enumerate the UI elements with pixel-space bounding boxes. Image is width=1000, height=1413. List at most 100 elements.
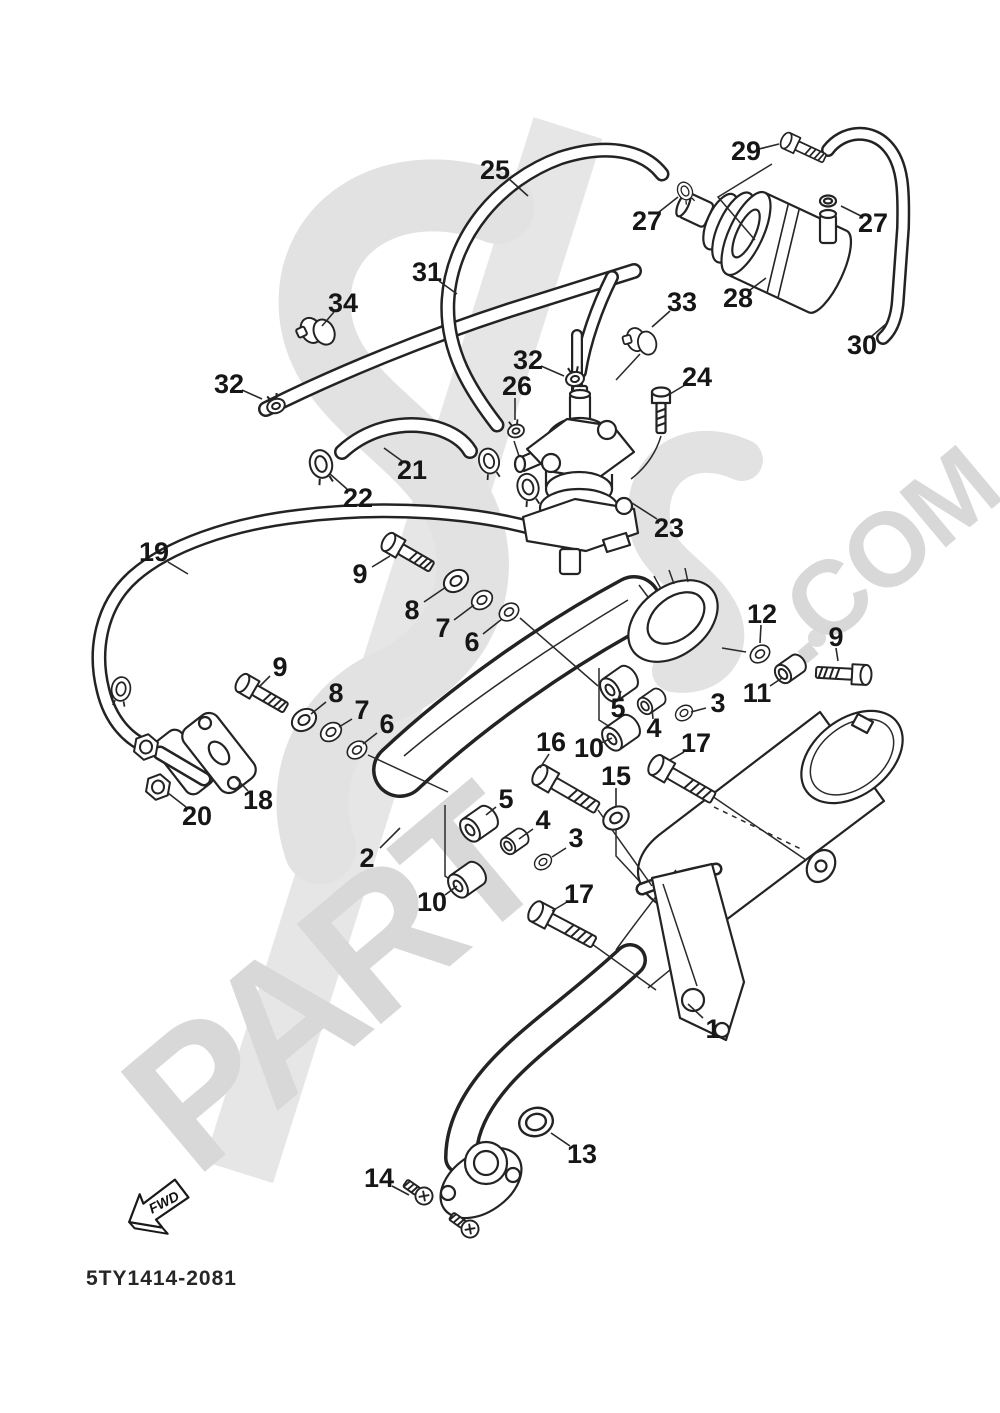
callout-number: 8 <box>404 595 419 625</box>
callout-leader <box>835 647 839 662</box>
callout-number: 27 <box>632 206 662 236</box>
callout-number: 9 <box>352 559 367 589</box>
callout-leader <box>651 310 671 328</box>
callout-20: 20 <box>167 792 212 831</box>
callout-leader <box>749 277 767 291</box>
valve-23 <box>513 384 640 576</box>
callout-leader <box>651 707 654 720</box>
callout-leader <box>551 901 568 912</box>
callout-number: 31 <box>412 257 442 287</box>
callout-leader <box>669 751 685 761</box>
callout-leader <box>690 707 707 713</box>
callout-number: 10 <box>574 733 604 763</box>
callout-27: 27 <box>840 205 888 238</box>
watermark-dot <box>808 629 826 647</box>
hose-19 <box>91 503 566 756</box>
callout-number: 6 <box>464 627 479 657</box>
callout-4: 4 <box>518 805 551 840</box>
callout-6: 6 <box>464 618 503 657</box>
callout-30: 30 <box>847 323 887 360</box>
callout-32: 32 <box>214 369 263 400</box>
callout-15: 15 <box>601 761 631 806</box>
callout-16: 16 <box>536 727 566 769</box>
callout-9: 9 <box>828 622 844 662</box>
callout-number: 18 <box>243 785 273 815</box>
callout-22: 22 <box>329 473 373 513</box>
callout-leader <box>234 776 249 792</box>
callout-number: 32 <box>513 345 543 375</box>
callout-5: 5 <box>610 690 626 723</box>
callout-27: 27 <box>632 196 679 236</box>
canister-28 <box>675 190 853 314</box>
callout-number: 4 <box>535 805 550 835</box>
callout-number: 10 <box>417 887 447 917</box>
hose-31 <box>258 263 642 417</box>
callout-leader <box>758 143 780 150</box>
callout-number: 20 <box>182 801 212 831</box>
line-24-valve <box>630 435 662 480</box>
callout-9: 9 <box>258 652 288 688</box>
callout-10: 10 <box>574 733 613 763</box>
callout-leader <box>329 473 348 490</box>
callout-leader <box>840 205 862 217</box>
callout-3: 3 <box>690 688 726 718</box>
callout-number: 3 <box>710 688 725 718</box>
callout-leader <box>167 561 189 575</box>
callout-leader <box>551 847 567 858</box>
callout-leader <box>423 586 447 603</box>
flange-18 <box>152 711 257 796</box>
callout-leader <box>310 701 327 715</box>
callout-number: 21 <box>397 455 427 485</box>
callout-leader <box>438 280 458 295</box>
callout-12: 12 <box>747 599 777 644</box>
muffler-nub <box>850 712 875 735</box>
callout-leader <box>241 389 263 400</box>
callout-number: 30 <box>847 330 877 360</box>
callout-1: 1 <box>687 1003 721 1044</box>
line-33-hose <box>615 353 641 381</box>
callout-number: 4 <box>646 713 661 743</box>
callout-number: 24 <box>682 362 712 392</box>
watermark-s-swoosh-small <box>627 430 763 693</box>
callout-leader <box>631 502 658 520</box>
callout-number: 26 <box>502 371 532 401</box>
callout-17: 17 <box>551 879 594 912</box>
bolt-24 <box>650 386 672 435</box>
callout-leader <box>485 806 497 816</box>
callout-leader <box>871 323 887 337</box>
callout-25: 25 <box>480 155 529 197</box>
diagram-art <box>91 126 911 1242</box>
callout-23: 23 <box>631 502 684 543</box>
callout-leader <box>669 384 686 395</box>
callout-7: 7 <box>435 604 475 643</box>
hose-21 <box>334 417 478 460</box>
watermark-s-swoosh <box>276 159 534 884</box>
callout-number: 8 <box>328 678 343 708</box>
callout-leader <box>759 624 762 644</box>
callout-number: 13 <box>567 1139 597 1169</box>
callout-leader <box>482 618 503 635</box>
callout-number: 2 <box>359 843 374 873</box>
callout-8: 8 <box>404 586 447 625</box>
callout-leader <box>617 690 622 700</box>
callout-number: 22 <box>343 483 373 513</box>
callout-10: 10 <box>417 885 458 917</box>
callout-number: 9 <box>272 652 287 682</box>
callout-2: 2 <box>359 827 401 873</box>
callout-leader <box>444 885 458 896</box>
callout-number: 27 <box>858 208 888 238</box>
callout-number: 5 <box>498 784 513 814</box>
callout-19: 19 <box>139 537 189 575</box>
callout-leader <box>321 311 335 327</box>
ring-27-right <box>818 194 838 208</box>
callout-leader <box>362 732 378 745</box>
muffler-end-cap <box>800 709 904 805</box>
callout-leader <box>518 828 534 840</box>
callout-number: 28 <box>723 283 753 313</box>
callout-number: 16 <box>536 727 566 757</box>
muffler-hidden-edge <box>713 806 804 851</box>
callout-leader <box>687 1003 704 1019</box>
callout-number: 17 <box>681 728 711 758</box>
callout-leader <box>600 737 613 744</box>
